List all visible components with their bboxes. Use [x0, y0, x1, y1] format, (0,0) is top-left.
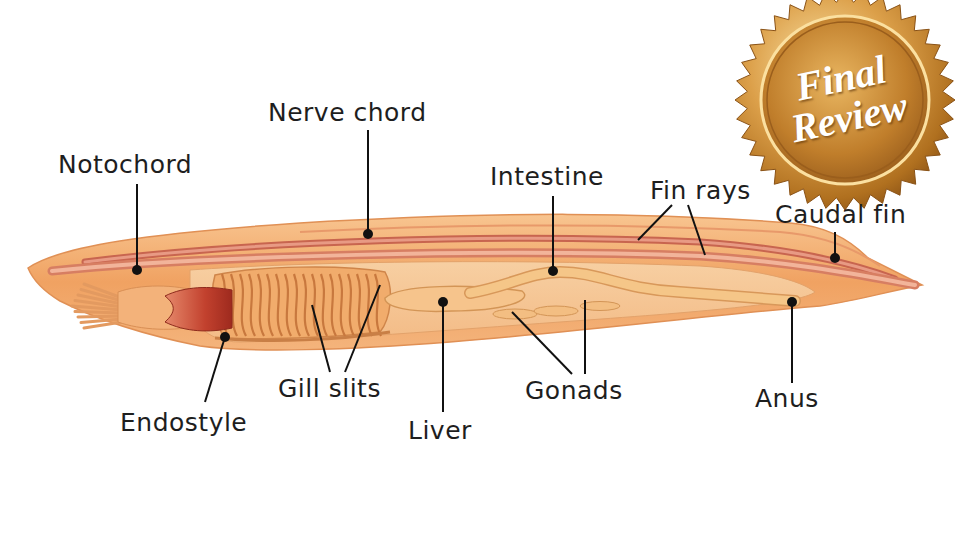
gill-bar [375, 274, 381, 336]
badge-text: Final Review [758, 42, 931, 154]
leader-dot [132, 265, 142, 275]
velum [165, 288, 232, 331]
oral-cirri [72, 284, 122, 328]
badge-starburst [735, 0, 955, 210]
gill-bar [348, 274, 354, 336]
cirrus [75, 312, 122, 314]
review-badge [735, 0, 955, 210]
leader-line [584, 300, 586, 374]
leader-dot [438, 297, 448, 307]
leader-line [688, 205, 705, 255]
leader-dot [220, 332, 230, 342]
fin-ray-line [300, 225, 880, 266]
leader-lines [137, 130, 835, 412]
leader-line [136, 184, 138, 270]
gill-bars [222, 274, 381, 336]
gill-bar [267, 274, 273, 336]
gill-bar [357, 274, 363, 336]
intestine [470, 272, 795, 301]
gill-bar [276, 274, 282, 336]
leader-dots [132, 229, 840, 342]
part-label: Gill slits [278, 374, 381, 404]
gill-bar [339, 274, 345, 336]
part-label: Gonads [525, 376, 623, 406]
gill-bar [321, 274, 327, 336]
leader-dot [363, 229, 373, 239]
leader-line [442, 302, 444, 412]
body-outline [28, 214, 922, 350]
part-label: Caudal fin [775, 200, 906, 230]
gill-bar [294, 274, 300, 336]
cirrus [78, 316, 122, 317]
gill-bar [285, 274, 291, 336]
notochord-highlight [52, 253, 915, 285]
gonad [534, 306, 578, 316]
part-label: Liver [408, 416, 472, 446]
gill-bar [303, 274, 309, 336]
gill-bar [330, 274, 336, 336]
body-cavity [190, 262, 815, 342]
endostyle [215, 332, 390, 340]
leader-line [552, 196, 554, 271]
intestine-outline [470, 272, 795, 301]
leader-dot [548, 266, 558, 276]
leader-line [205, 337, 225, 402]
part-label: Fin rays [650, 176, 751, 206]
gill-bar [240, 274, 246, 336]
cirrus [84, 322, 122, 328]
gill-bar [258, 274, 264, 336]
part-label: Nerve chord [268, 98, 427, 128]
leader-line [367, 130, 369, 234]
leader-line [512, 312, 572, 374]
leader-line [312, 305, 330, 372]
part-label: Endostyle [120, 408, 247, 438]
part-label: Anus [755, 384, 819, 414]
leader-dot [787, 297, 797, 307]
leader-line [791, 302, 793, 383]
part-label: Intestine [490, 162, 604, 192]
leader-dot [830, 253, 840, 263]
part-label: Notochord [58, 150, 192, 180]
leader-line [345, 285, 380, 372]
gill-bar [249, 274, 255, 336]
notochord [52, 253, 915, 285]
leader-line [638, 205, 672, 240]
cirrus [72, 306, 122, 310]
